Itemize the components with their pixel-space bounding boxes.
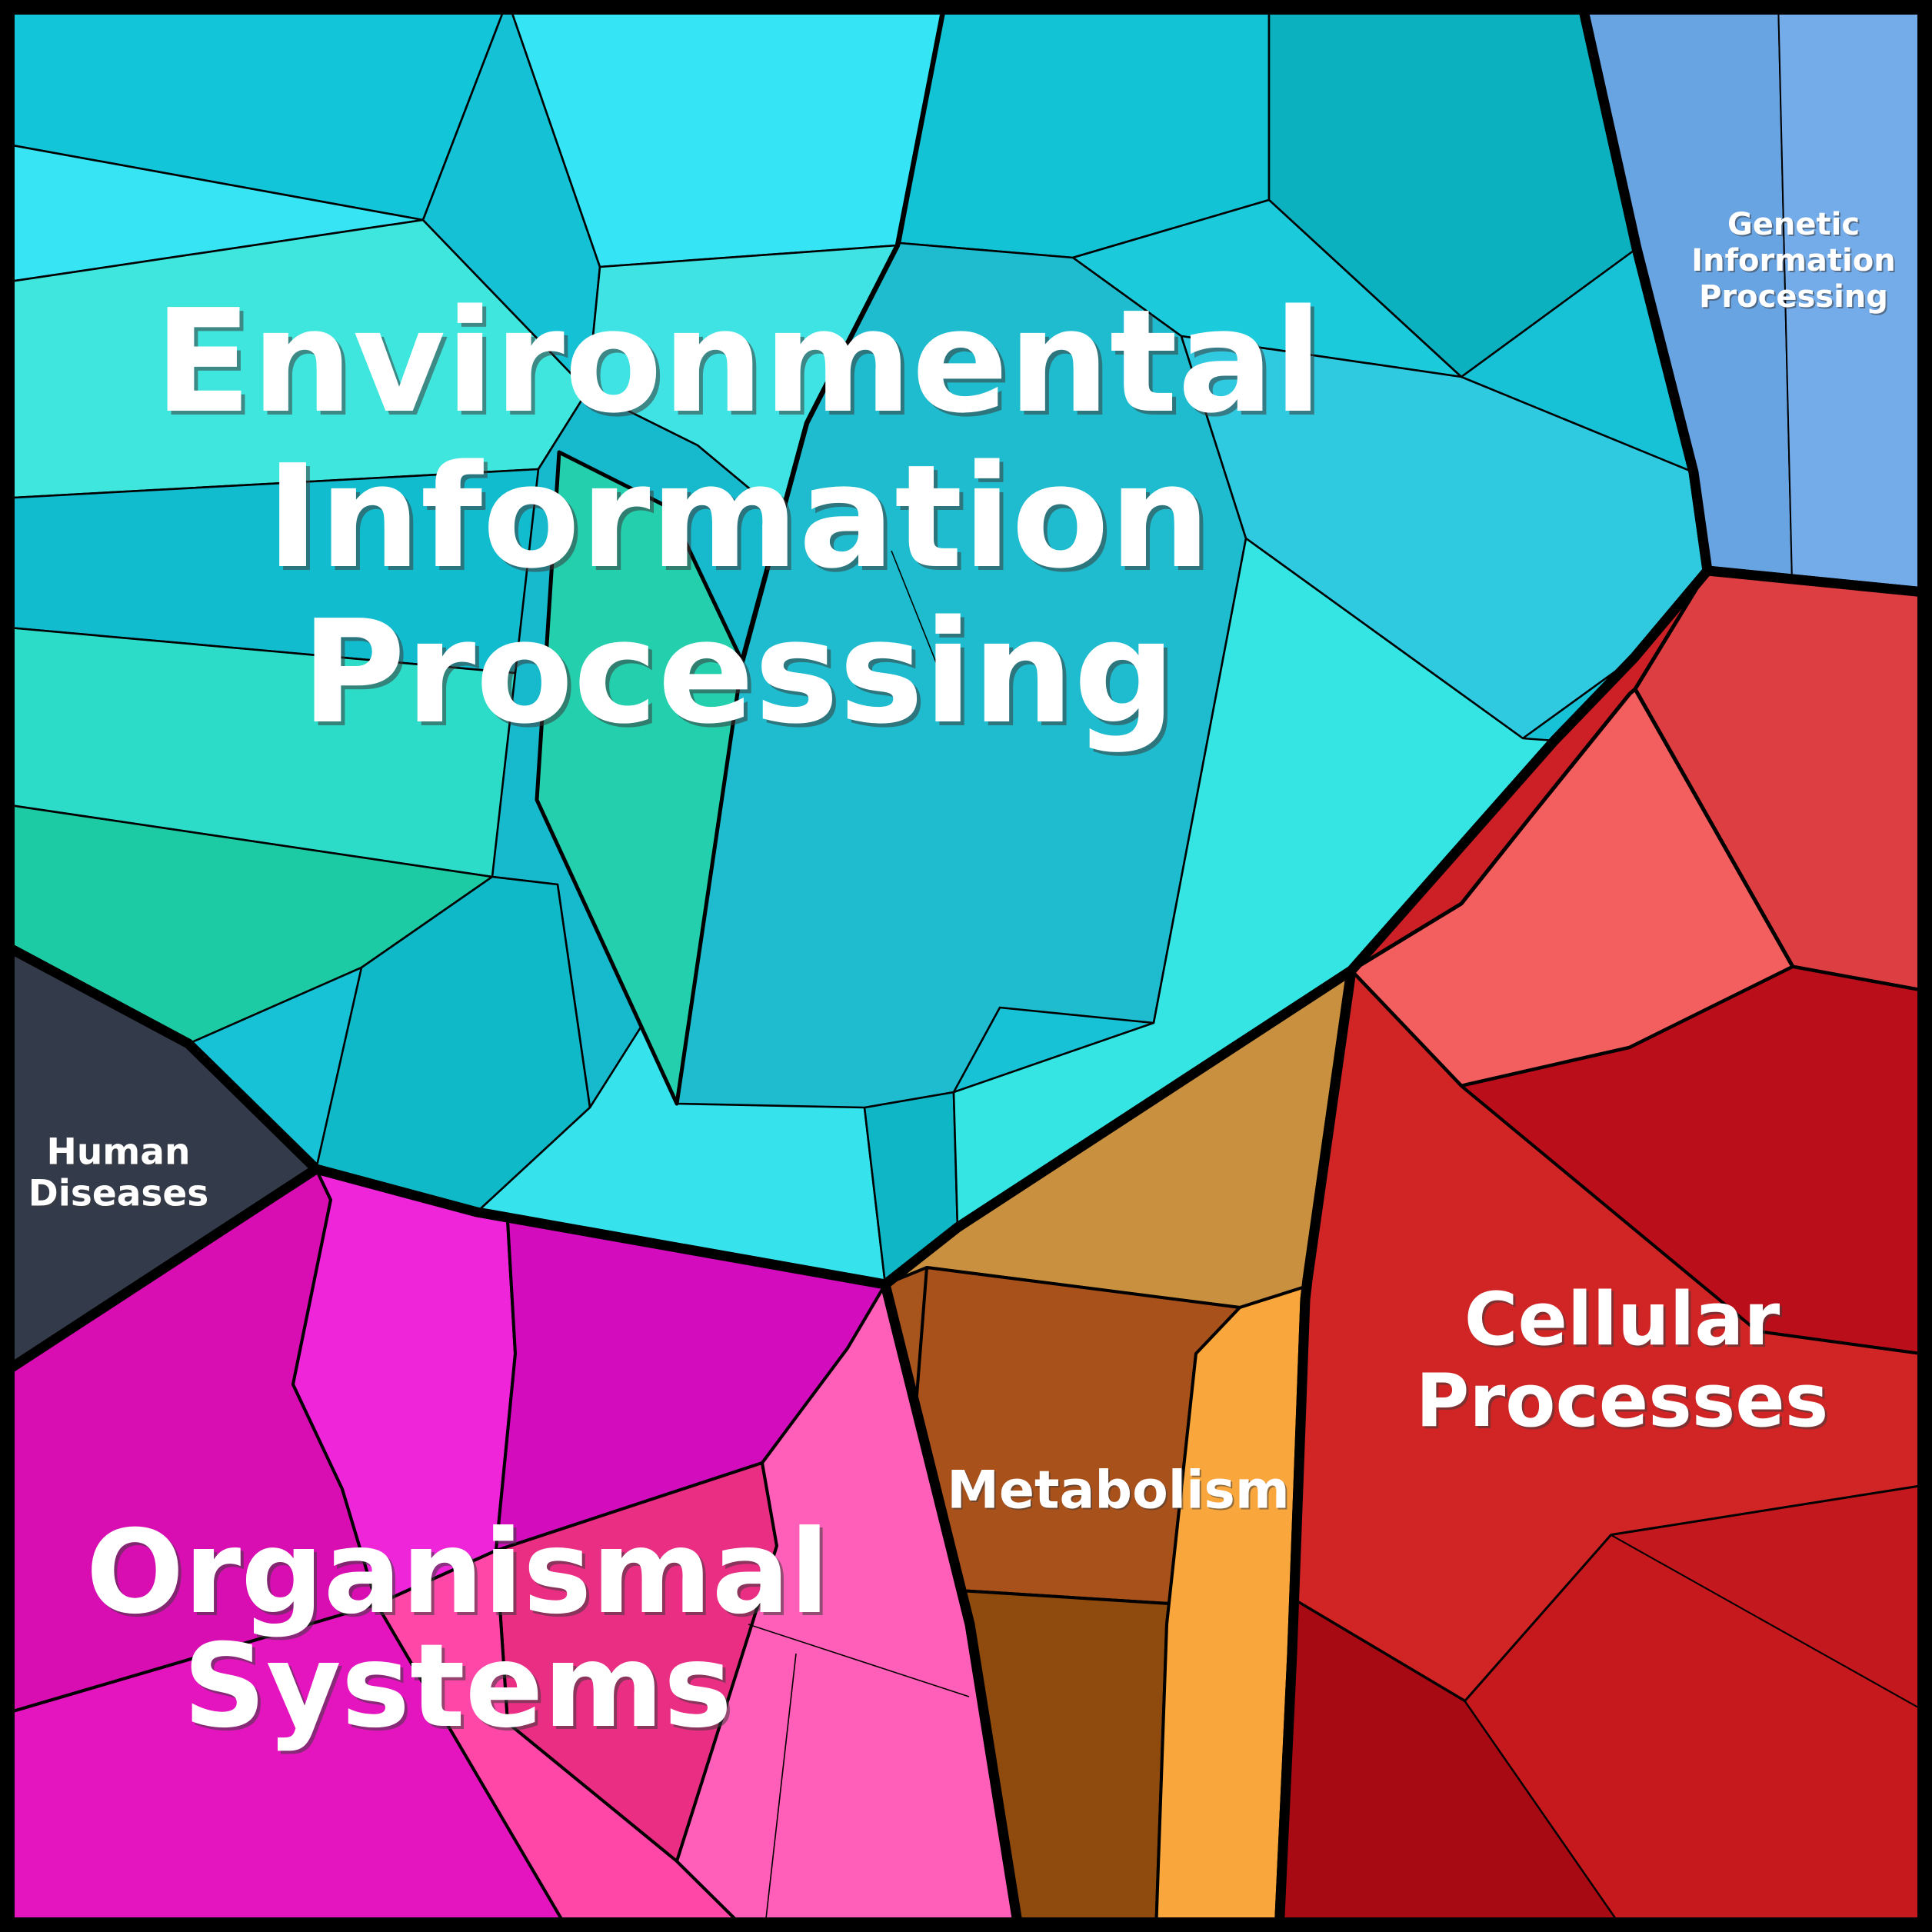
- hairline-environmental-information-processing-0: [891, 550, 960, 721]
- groupline-environmental-information-processing-0: [739, 0, 948, 662]
- label-shadow-genetic-information-processing-0: Genetic: [1729, 208, 1861, 244]
- label-cellular-processes-1: Processes: [1416, 1359, 1829, 1444]
- label-shadow-cellular-processes-0: Cellular: [1467, 1280, 1783, 1364]
- cell-organismal-systems-3[interactable]: [0, 1603, 571, 1932]
- label-genetic-information-processing-2: Processing: [1699, 279, 1888, 315]
- label-cellular-processes-0: Cellular: [1464, 1277, 1780, 1362]
- cell-environmental-information-processing-14[interactable]: [1267, 0, 1638, 378]
- label-organismal-systems-1: Systems: [183, 1620, 732, 1754]
- label-environmental-information-processing-2: Processing: [301, 589, 1176, 755]
- label-shadow-genetic-information-processing-1: Information: [1693, 245, 1897, 280]
- label-shadow-cellular-processes-1: Processes: [1418, 1361, 1831, 1446]
- label-genetic-information-processing-0: Genetic: [1727, 207, 1860, 242]
- cell-environmental-information-processing-5[interactable]: [0, 802, 494, 1045]
- cell-genetic-information-processing-1[interactable]: [1777, 0, 1932, 594]
- label-shadow-human-diseases-1: Diseases: [30, 1174, 211, 1217]
- label-shadow-organismal-systems-0: Organismal: [89, 1509, 833, 1643]
- label-shadow-metabolism-0: Metabolism: [948, 1462, 1291, 1523]
- label-environmental-information-processing-1: Information: [266, 434, 1211, 600]
- label-human-diseases-0: Human: [47, 1131, 191, 1174]
- label-shadow-genetic-information-processing-2: Processing: [1700, 281, 1890, 316]
- label-shadow-environmental-information-processing-0: Environmental: [158, 282, 1327, 448]
- label-metabolism-0: Metabolism: [947, 1461, 1290, 1521]
- label-human-diseases-1: Diseases: [28, 1173, 209, 1215]
- label-organismal-systems-0: Organismal: [86, 1506, 830, 1640]
- cell-cellular-processes-6[interactable]: [1611, 1484, 1932, 1716]
- cell-environmental-information-processing-19[interactable]: [535, 450, 744, 1106]
- label-shadow-human-diseases-0: Human: [48, 1133, 192, 1175]
- label-environmental-information-processing-0: Environmental: [155, 278, 1323, 445]
- hairline-cellular-processes-0: [1792, 966, 1932, 993]
- region-outline-cellular-processes: [1274, 565, 1932, 1932]
- label-shadow-environmental-information-processing-1: Information: [270, 438, 1214, 604]
- label-genetic-information-processing-1: Information: [1691, 243, 1895, 278]
- cell-organismal-systems-6[interactable]: [675, 1283, 1021, 1932]
- hairline-organismal-systems-0: [748, 1624, 970, 1697]
- region-environmental-information-processing: EnvironmentalEnvironmentalInformationInf…: [0, 0, 1707, 1284]
- label-shadow-organismal-systems-1: Systems: [186, 1623, 735, 1757]
- label-shadow-environmental-information-processing-2: Processing: [305, 593, 1180, 759]
- hairline-organismal-systems-1: [764, 1653, 797, 1932]
- cell-cellular-processes-5[interactable]: [1464, 1534, 1932, 1932]
